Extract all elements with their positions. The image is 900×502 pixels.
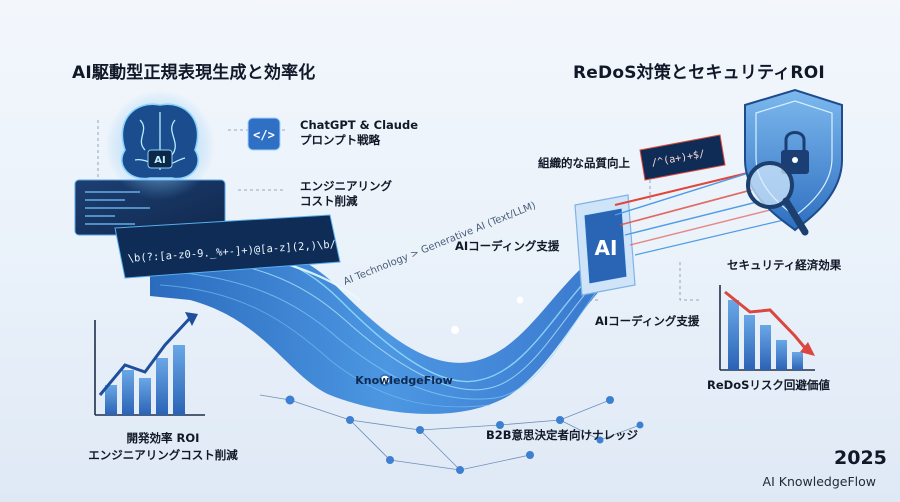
- right-title: ReDoS対策とセキュリティROI: [573, 63, 825, 83]
- dev-roi-label: 開発効率 ROI エンジニアリングコスト削減: [78, 430, 248, 464]
- dev-roi-line1: 開発効率 ROI: [126, 431, 200, 445]
- code-icon-text: </>: [253, 128, 275, 142]
- knowledgeflow-label: KnowledgeFlow: [355, 374, 453, 387]
- brain-chip-text: AI: [154, 155, 165, 166]
- ai-coding-top-label: AIコーディング支援: [455, 239, 560, 253]
- b2b-label: B2B意思決定者向けナレッジ: [486, 428, 639, 442]
- footer-brand: AI KnowledgeFlow: [762, 474, 876, 489]
- footer-year: 2025: [834, 447, 887, 469]
- code-screen-panel: [74, 179, 226, 236]
- redos-value-label: ReDoSリスク回避価値: [707, 378, 830, 392]
- regex-banner: [114, 214, 341, 279]
- security-econ-label: セキュリティ経済効果: [727, 258, 842, 272]
- code-bracket-icon: [247, 117, 281, 151]
- engineering-label-line2: コスト削減: [300, 194, 358, 208]
- chatgpt-label-line2: プロンプト戦略: [300, 133, 381, 147]
- growth-chart-icon: [94, 312, 205, 416]
- left-title: AI駆動型正規表現生成と効率化: [72, 63, 316, 83]
- dev-roi-line2: エンジニアリングコスト削減: [88, 448, 238, 462]
- org-quality-label: 組織的な品質向上: [538, 156, 630, 170]
- network-graph: [259, 394, 641, 471]
- ai-chip-text: AI: [595, 236, 618, 260]
- security-regex-tag: [639, 134, 726, 181]
- brain-icon: [105, 90, 215, 200]
- risk-chart-icon: [719, 285, 815, 371]
- ai-coding-mid-label: AIコーディング支援: [595, 314, 700, 328]
- network-nodes: [285, 296, 644, 474]
- engineering-label: エンジニアリング コスト削減: [300, 179, 392, 209]
- engineering-label-line1: エンジニアリング: [300, 179, 392, 193]
- chatgpt-label-line1: ChatGPT & Claude: [300, 118, 418, 132]
- ai-chip-icon: [574, 194, 636, 296]
- magnifier-icon: [746, 161, 809, 236]
- connector-lines: [97, 120, 700, 301]
- chatgpt-label: ChatGPT & Claude プロンプト戦略: [300, 118, 418, 148]
